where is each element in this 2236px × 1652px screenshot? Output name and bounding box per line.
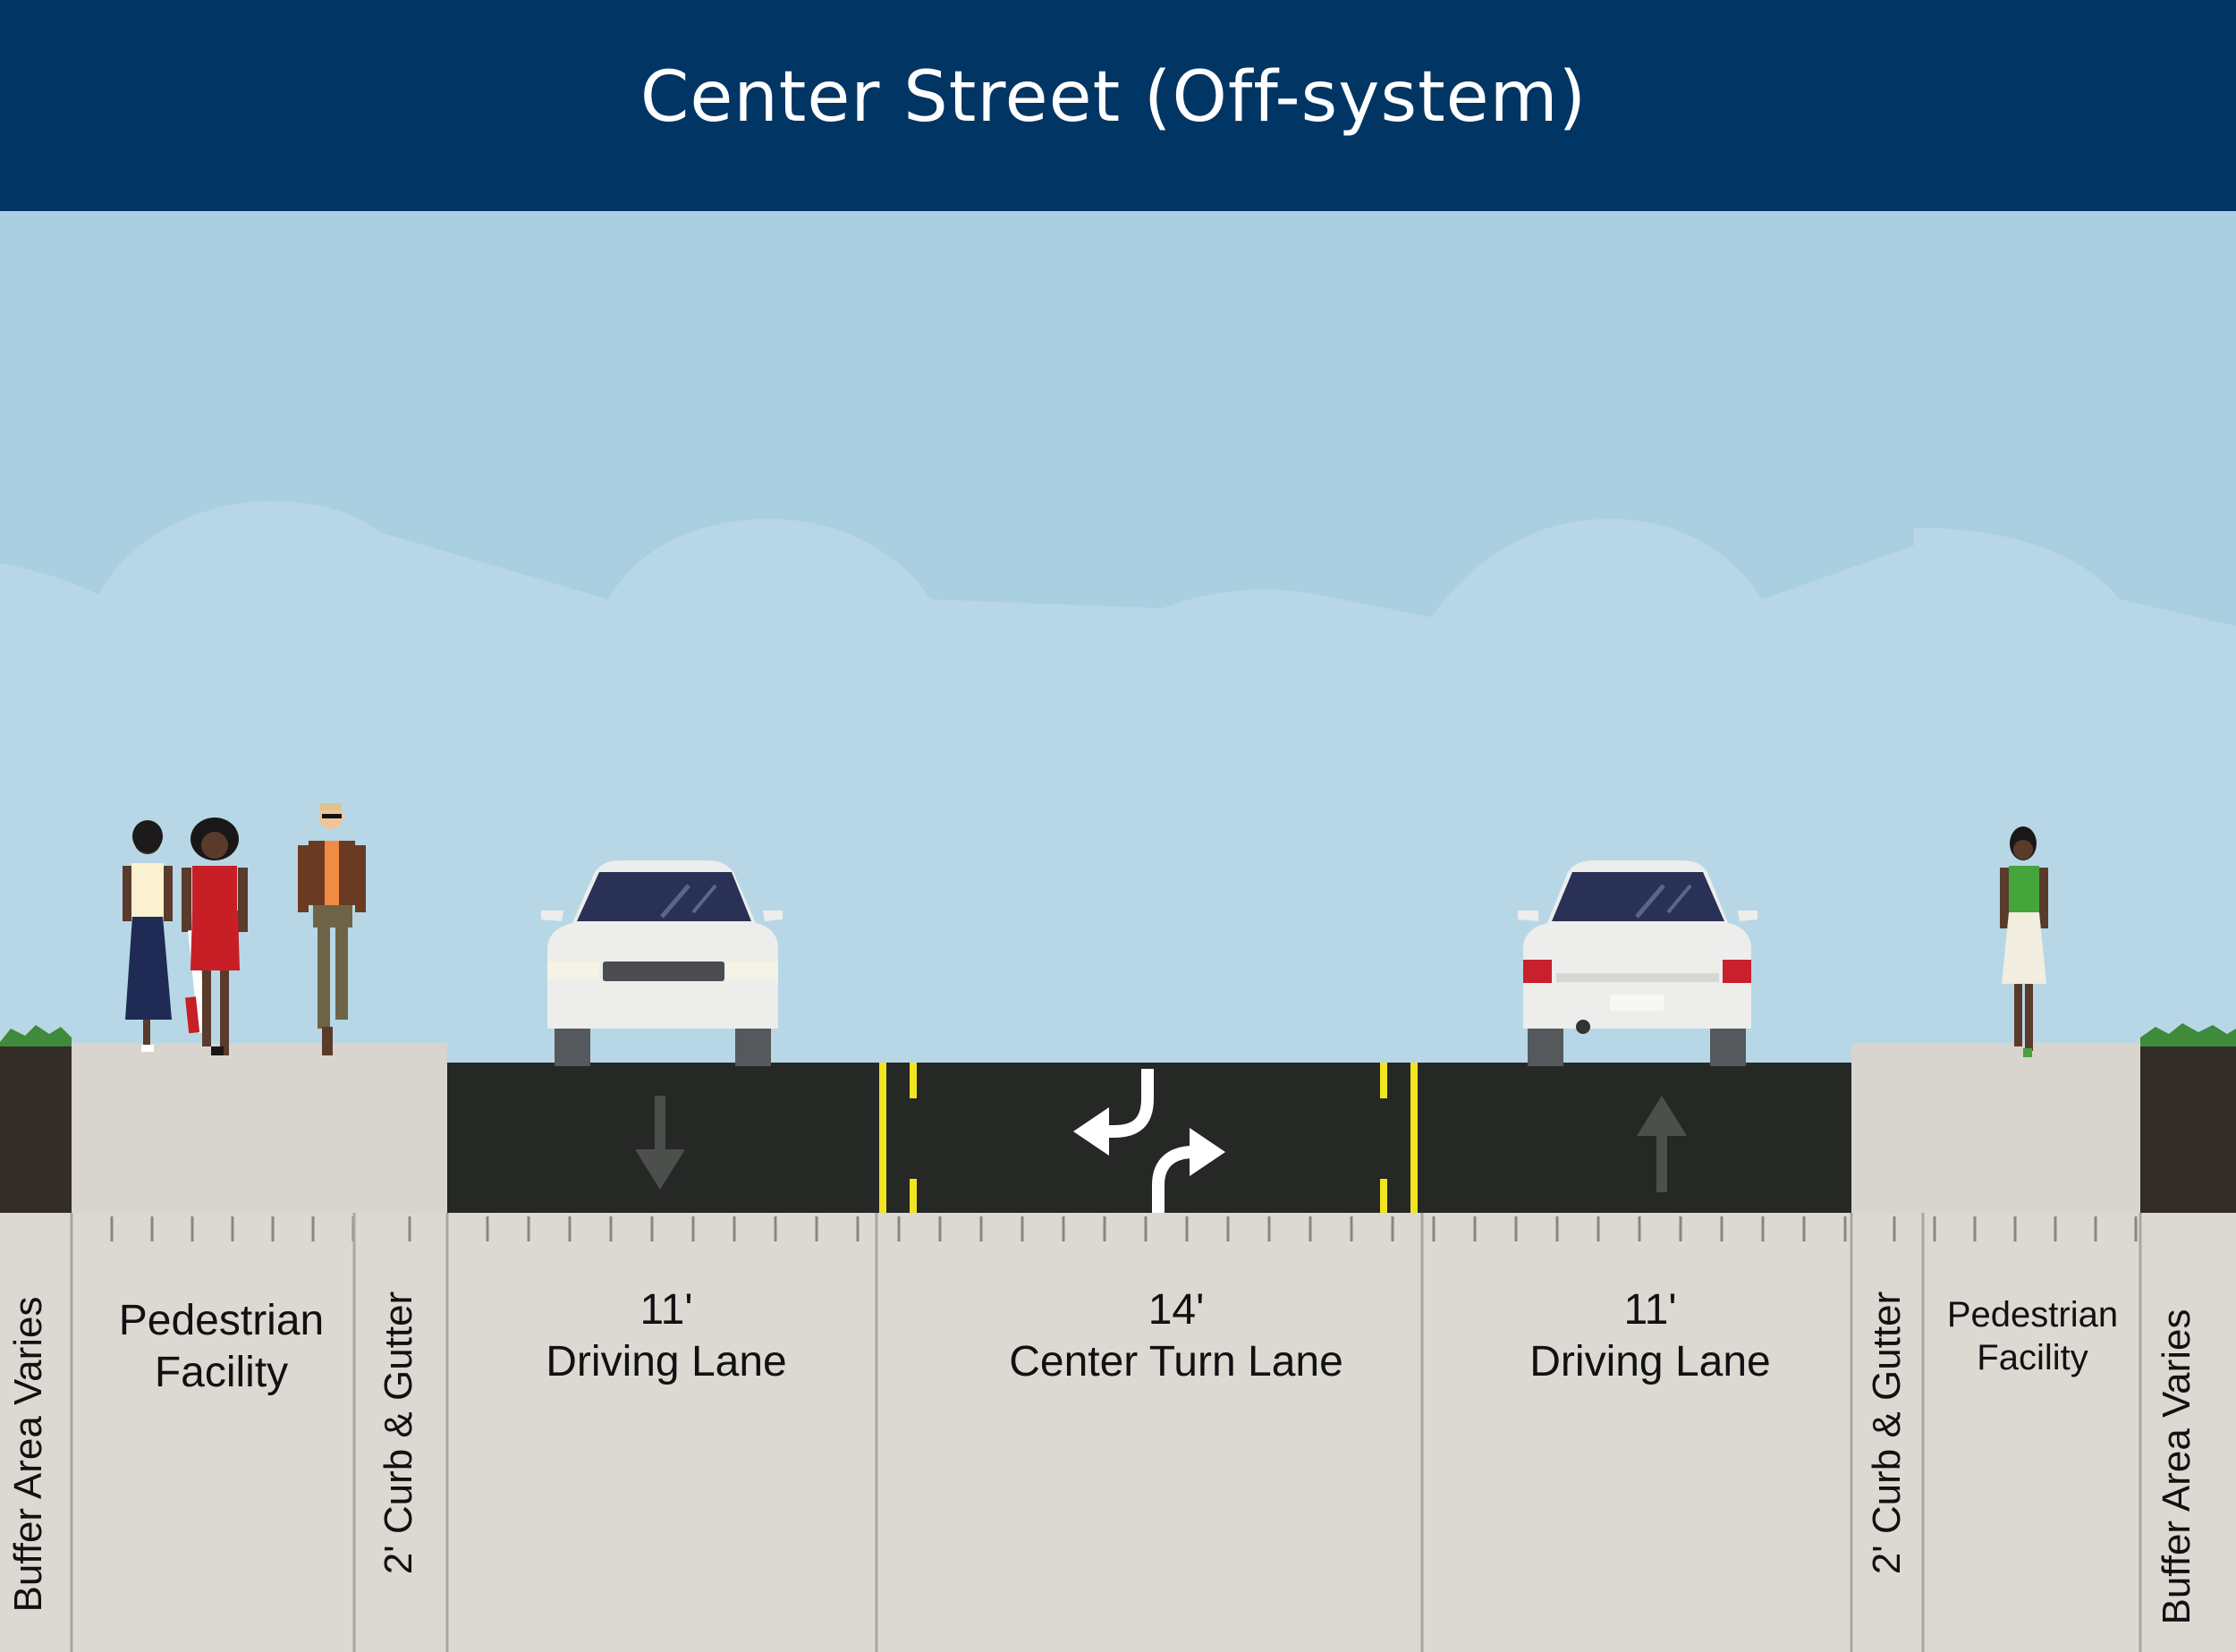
left-pedestrian-line2: Facility — [154, 1348, 289, 1396]
left-grass — [0, 1025, 72, 1046]
right-soil — [2140, 1045, 2236, 1213]
left-pedestrian-label: Pedestrian Facility — [80, 1295, 362, 1398]
left-curb-label: 2' Curb & Gutter — [377, 1291, 420, 1575]
up-arrow-icon — [1637, 1096, 1687, 1192]
left-buffer-label: Buffer Area Varies — [6, 1296, 50, 1613]
page-title: Center Street (Off-system) — [639, 57, 1588, 138]
center-lane-stripes — [879, 1063, 1418, 1213]
center-lane-width: 14' — [1148, 1286, 1205, 1334]
left-lane-label: 11' Driving Lane — [456, 1284, 877, 1387]
left-pedestrian-line1: Pedestrian — [118, 1297, 325, 1344]
right-turn-arrow-icon — [1152, 1128, 1225, 1213]
right-lane-label: 11' Driving Lane — [1431, 1284, 1869, 1387]
right-sidewalk — [1851, 1043, 2140, 1213]
right-buffer-label: Buffer Area Varies — [2155, 1309, 2198, 1625]
car-front-icon — [541, 860, 783, 1066]
center-lane-name: Center Turn Lane — [1009, 1337, 1343, 1385]
right-curb-label: 2' Curb & Gutter — [1865, 1291, 1909, 1575]
right-pedestrian-line2: Facility — [1977, 1338, 2088, 1377]
left-turn-arrow-icon — [1073, 1069, 1154, 1156]
center-lane-label: 14' Center Turn Lane — [885, 1284, 1467, 1387]
right-pedestrian-line1: Pedestrian — [1946, 1295, 2119, 1334]
pedestrian-icon — [123, 803, 2048, 1057]
right-lane-width: 11' — [1623, 1286, 1677, 1334]
ground-band — [0, 1212, 2236, 1652]
segment-dividers — [70, 1213, 2142, 1652]
left-sidewalk — [72, 1043, 447, 1213]
title-banner — [0, 0, 2236, 211]
left-lane-name: Driving Lane — [546, 1337, 787, 1385]
left-soil — [0, 1045, 72, 1213]
car-rear-icon — [1518, 860, 1757, 1066]
right-grass — [2140, 1023, 2236, 1046]
right-lane-name: Driving Lane — [1529, 1337, 1771, 1385]
street-scene — [0, 211, 2236, 1652]
right-pedestrian-label: Pedestrian Facility — [1927, 1293, 2138, 1379]
down-arrow-icon — [635, 1096, 685, 1190]
left-lane-width: 11' — [639, 1286, 693, 1334]
clouds — [0, 501, 2236, 1073]
